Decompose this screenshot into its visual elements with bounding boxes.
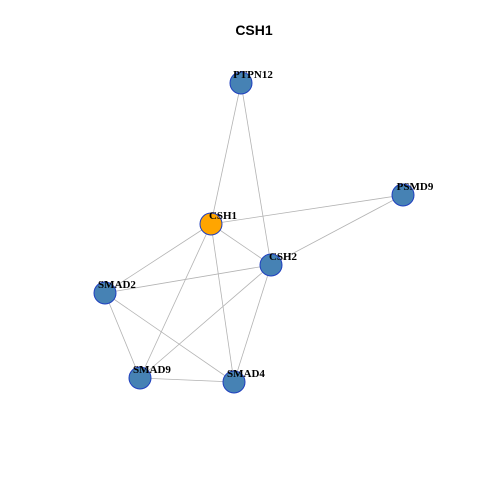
node-label-smad4: SMAD4	[227, 368, 265, 380]
edge-csh2-smad4	[233, 264, 272, 383]
graph-title: CSH1	[235, 22, 273, 38]
node-label-smad9: SMAD9	[133, 364, 171, 376]
node-psmd9: PSMD9	[391, 181, 434, 207]
node-smad9: SMAD9	[128, 364, 171, 390]
edge-smad2-smad4	[104, 292, 235, 383]
node-circle-csh1	[199, 212, 223, 236]
edge-smad2-csh2	[104, 264, 272, 294]
node-circle-smad2	[93, 281, 117, 305]
node-csh1: CSH1	[199, 210, 237, 236]
node-csh2: CSH2	[259, 251, 298, 277]
edge-csh1-smad4	[210, 223, 235, 383]
edge-smad2-smad9	[104, 292, 141, 379]
edge-csh1-smad2	[104, 223, 212, 294]
node-label-csh2: CSH2	[269, 251, 298, 263]
node-label-ptpn12: PTPN12	[233, 69, 273, 81]
node-label-psmd9: PSMD9	[397, 181, 434, 193]
edge-ptpn12-csh1	[210, 82, 242, 225]
edge-ptpn12-csh2	[240, 82, 272, 266]
node-smad2: SMAD2	[93, 279, 136, 305]
edge-csh2-smad9	[139, 264, 272, 379]
edge-csh2-psmd9	[270, 194, 404, 266]
node-circle-csh2	[259, 253, 283, 277]
node-smad4: SMAD4	[222, 368, 265, 394]
node-circle-ptpn12	[229, 71, 253, 95]
edge-layer	[104, 82, 404, 383]
edge-csh1-csh2	[210, 223, 272, 266]
node-label-csh1: CSH1	[209, 210, 237, 222]
node-label-smad2: SMAD2	[98, 279, 136, 291]
edge-smad9-smad4	[139, 377, 235, 383]
node-circle-psmd9	[391, 183, 415, 207]
node-ptpn12: PTPN12	[229, 69, 273, 95]
node-circle-smad9	[128, 366, 152, 390]
edge-csh1-smad9	[139, 223, 212, 379]
node-circle-smad4	[222, 370, 246, 394]
edge-csh1-psmd9	[210, 194, 404, 225]
